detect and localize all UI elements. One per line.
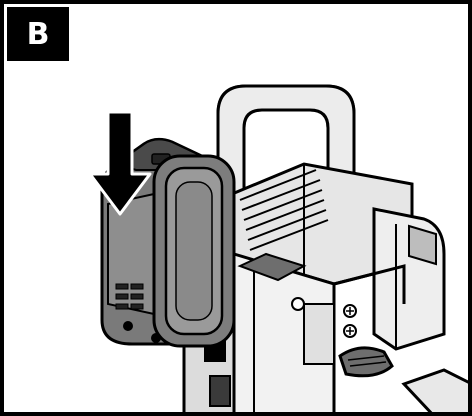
down-arrow-icon (88, 110, 152, 216)
battery-pack (100, 137, 236, 348)
step-label-badge: B (7, 7, 69, 61)
illustration (88, 84, 468, 412)
screw-icon (343, 304, 357, 338)
